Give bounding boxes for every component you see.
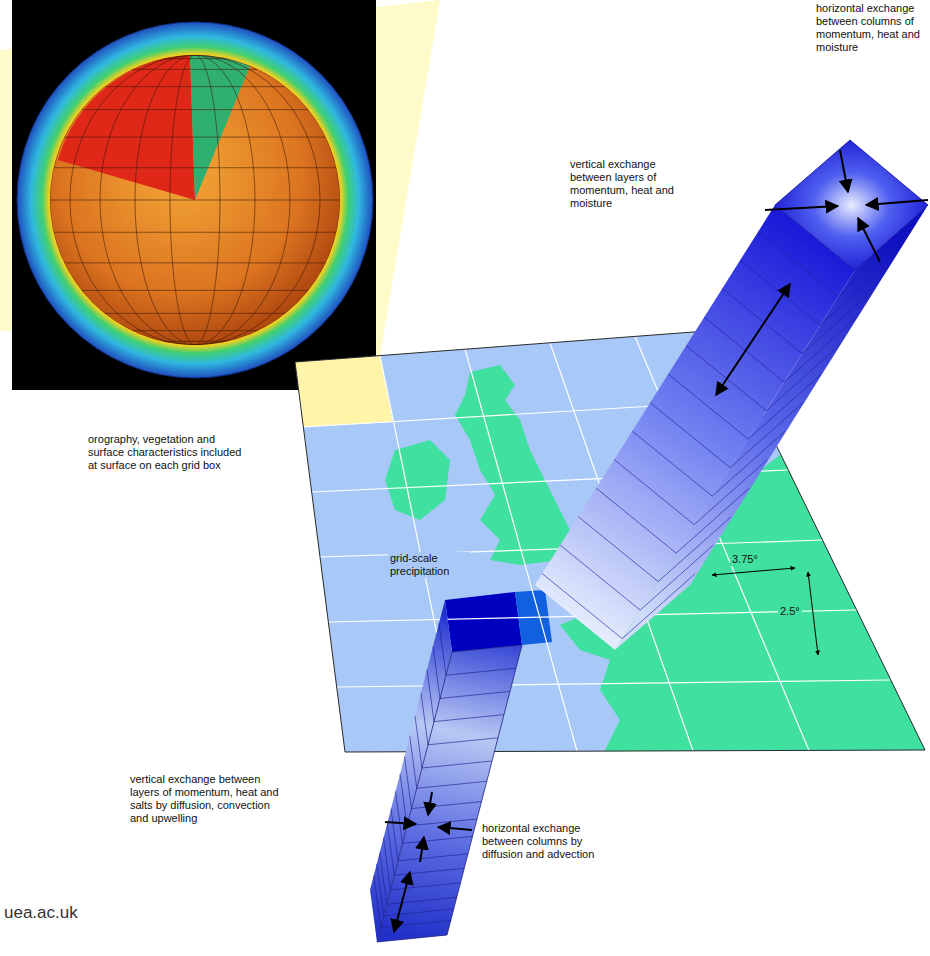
latitude-line	[40, 313, 350, 314]
layer-line	[387, 823, 464, 875]
exchange-arrow	[866, 200, 928, 205]
annotation-label: horizontal exchange between columns by d…	[482, 822, 617, 861]
shell-outline	[17, 22, 373, 378]
layer-line	[433, 646, 510, 698]
highlighted-cell	[295, 356, 393, 427]
latitude-line	[40, 200, 350, 201]
cutaway-region	[58, 55, 195, 200]
latitude-line	[40, 86, 350, 87]
layer-line	[396, 791, 473, 843]
exchange-arrow	[840, 150, 848, 192]
layer-line	[421, 693, 498, 745]
atmosphere-column	[535, 140, 928, 650]
globe-background	[12, 0, 376, 390]
exchange-arrow	[858, 218, 880, 262]
globe-illustration	[12, 0, 376, 390]
latitude-line	[40, 167, 350, 168]
latitude-line	[40, 69, 350, 70]
annotation-label: horizontal exchange between columns of m…	[816, 2, 926, 54]
layer-lines	[542, 232, 911, 639]
exchange-arrow	[394, 872, 410, 932]
latitude-line	[40, 232, 350, 233]
annotation-label: grid-scale precipitation	[388, 552, 470, 578]
layer-line	[377, 864, 454, 916]
exchange-arrow	[428, 792, 432, 815]
latitude-line	[40, 109, 350, 110]
layer-line	[427, 670, 504, 722]
column-outline	[377, 645, 522, 942]
precipitation-cell	[445, 592, 522, 652]
column-face	[377, 645, 522, 942]
grid-line	[337, 680, 891, 687]
exchange-arrow	[385, 822, 416, 824]
annotation-label: vertical exchange between layers of mome…	[130, 773, 282, 825]
latitude-line	[40, 137, 350, 138]
exchange-arrow	[438, 827, 472, 830]
globe-grid	[40, 55, 350, 345]
column-top	[775, 140, 928, 270]
exchange-arrow	[420, 837, 424, 862]
column-face	[615, 205, 928, 650]
layer-line	[380, 852, 457, 904]
annotation-label: vertical exchange between layers of mome…	[570, 158, 678, 210]
layer-line	[384, 838, 461, 890]
layer-lines	[374, 623, 516, 927]
layer-line	[410, 736, 487, 788]
latitude-line	[40, 262, 350, 263]
annotation-label: orography, vegetation and surface charac…	[88, 433, 243, 472]
dimension-arrow	[712, 568, 795, 575]
layer-line	[405, 757, 482, 809]
layer-line	[542, 574, 695, 639]
latitude-line	[40, 290, 350, 291]
exchange-arrow	[765, 206, 838, 210]
layer-line	[374, 876, 451, 928]
layer-line	[415, 716, 492, 768]
land-britain	[455, 365, 575, 565]
annotation-label: 2.5°	[778, 605, 802, 618]
atmosphere-shell	[17, 22, 373, 378]
annotation-label: 3.75°	[730, 553, 760, 566]
source-credit: uea.ac.uk	[4, 903, 78, 923]
dimension-arrow	[808, 572, 818, 655]
layer-line	[400, 774, 477, 826]
exchange-arrow	[716, 284, 790, 395]
layer-line	[391, 809, 468, 861]
land-ireland	[385, 440, 450, 520]
latitude-line	[40, 330, 350, 331]
ocean-column	[370, 600, 522, 942]
